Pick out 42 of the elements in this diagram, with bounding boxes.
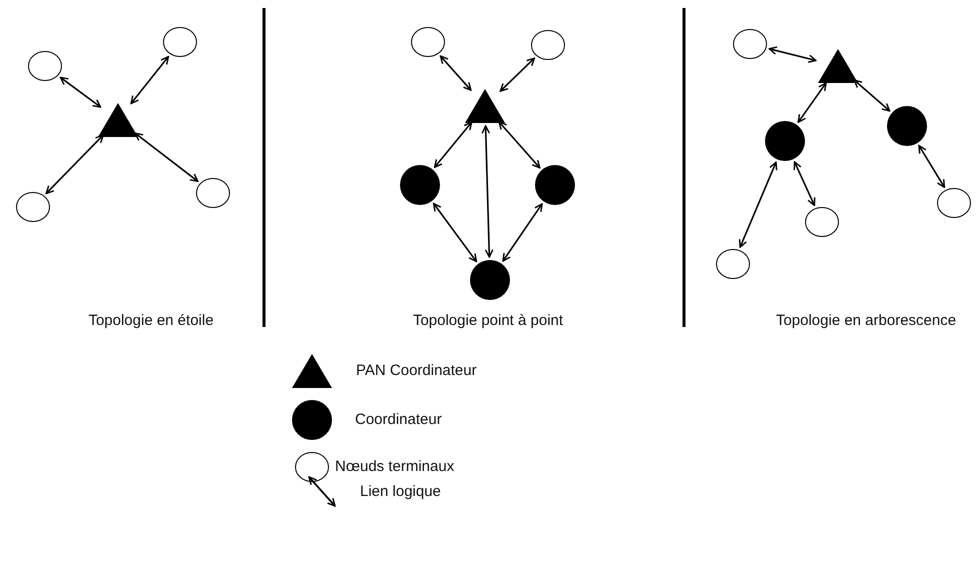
terminal-node-circle xyxy=(163,27,197,57)
double-arrow xyxy=(432,202,478,262)
double-arrow xyxy=(738,161,778,248)
terminal-node-circle xyxy=(411,27,445,57)
terminal-node-circle xyxy=(937,188,971,218)
topology-caption: Topologie en étoile xyxy=(88,312,214,329)
double-arrow xyxy=(502,203,543,262)
double-arrow xyxy=(130,56,170,104)
double-arrow xyxy=(45,134,104,194)
pan-coordinator-triangle xyxy=(465,89,505,123)
double-arrow xyxy=(794,161,816,206)
double-arrow xyxy=(918,144,946,188)
terminal-node-circle xyxy=(16,192,50,222)
legend-text: Coordinateur xyxy=(355,411,442,428)
terminal-node-circle xyxy=(28,51,62,81)
double-arrow xyxy=(134,132,198,182)
double-arrow xyxy=(798,82,827,123)
terminal-node-circle xyxy=(716,249,750,279)
coordinator-disc xyxy=(887,106,927,146)
double-arrow xyxy=(440,55,472,91)
topology-caption: Topologie en arborescence xyxy=(776,312,956,329)
terminal-node-circle xyxy=(196,178,230,208)
double-arrow xyxy=(481,125,494,258)
double-arrow xyxy=(500,57,536,92)
double-arrow xyxy=(498,121,540,168)
legend-text: PAN Coordinateur xyxy=(356,362,477,379)
topology-caption: Topologie point à point xyxy=(412,312,564,329)
legend-text: Nœuds terminaux xyxy=(335,458,454,475)
double-arrow xyxy=(768,46,817,63)
double-arrow xyxy=(434,122,472,168)
terminal-node-circle xyxy=(733,29,767,59)
coordinator-disc xyxy=(765,121,805,161)
double-arrow xyxy=(854,79,890,112)
coordinator-disc xyxy=(400,165,440,205)
coordinator-disc xyxy=(470,260,510,300)
terminal-node-circle xyxy=(805,207,839,237)
legend-text: Lien logique xyxy=(360,483,441,500)
pan-coordinator-triangle xyxy=(818,49,858,83)
terminal-node-circle xyxy=(531,30,565,60)
pan-coordinator-triangle xyxy=(98,103,138,137)
coordinator-disc xyxy=(535,165,575,205)
double-arrow xyxy=(60,76,102,108)
